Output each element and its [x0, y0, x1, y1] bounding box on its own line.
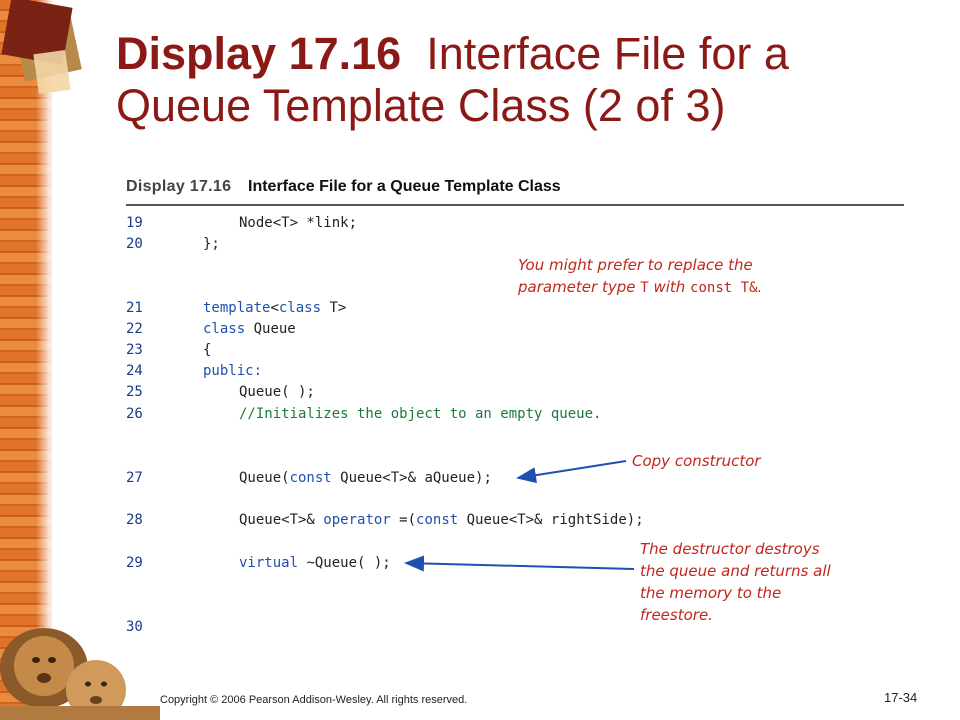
line-code: template<class T>	[203, 298, 346, 318]
code-line: 28 Queue<T>& operator =(const Queue<T>& r…	[126, 510, 826, 530]
code-line: 22 class Queue	[126, 319, 826, 339]
code-text: =(	[390, 512, 417, 528]
code-text: <	[270, 300, 279, 316]
line-code: class Queue	[203, 319, 296, 339]
code-line: 30	[126, 617, 826, 637]
code-text: };	[203, 236, 220, 252]
code-line: 21 template<class T>	[126, 298, 826, 318]
code-text: {	[203, 342, 212, 358]
line-number: 26	[126, 406, 143, 422]
code-line: 25 Queue( );	[126, 382, 826, 402]
code-line: 23 {	[126, 340, 826, 360]
line-number: 27	[126, 470, 143, 486]
display-caption: Interface File for a Queue Template Clas…	[248, 178, 561, 195]
line-code: public:	[203, 361, 262, 381]
code-text: ~Queue( );	[298, 555, 391, 571]
line-code: Queue( );	[239, 382, 315, 402]
code-line: 24 public:	[126, 361, 826, 381]
code-text: Queue(	[239, 470, 290, 486]
annotation-destructor-line: the memory to the	[640, 584, 782, 602]
code-keyword: const	[416, 512, 459, 528]
line-number: 25	[126, 384, 143, 400]
annotation-parameter-line-2: parameter type T with const T&.	[518, 276, 762, 299]
annotation-parameter-text-e: .	[757, 278, 763, 296]
code-text: Queue<T>& rightSide);	[458, 512, 644, 528]
code-line: 26 //Initializes the object to an empty q…	[126, 404, 826, 424]
code-line: 27 Queue(const Queue<T>& aQueue);	[126, 468, 826, 488]
annotation-destructor-line: The destructor destroys	[640, 540, 820, 558]
code-keyword: template	[203, 300, 271, 316]
annotation-parameter-text-c: with	[648, 278, 691, 296]
side-bar-fade	[36, 0, 58, 720]
code-text: Queue<T>& aQueue);	[331, 470, 492, 486]
line-code: Queue<T>& operator =(const Queue<T>& rig…	[239, 510, 644, 530]
code-line: 19 Node<T> *link;	[126, 213, 826, 233]
title-text: Interface File for a Queue Template Clas…	[116, 28, 789, 131]
code-text: Queue	[245, 321, 296, 337]
display-label: Display 17.16	[126, 178, 232, 195]
line-number: 22	[126, 321, 143, 337]
code-text: Queue( );	[239, 384, 315, 400]
annotation-destructor: The destructor destroys the queue and re…	[640, 538, 831, 626]
line-number: 20	[126, 236, 143, 252]
code-keyword: class	[278, 300, 322, 316]
line-number: 28	[126, 512, 143, 528]
code-keyword: operator	[323, 512, 391, 528]
slide-number: 17-34	[884, 690, 918, 705]
annotation-destructor-line: freestore.	[640, 606, 713, 624]
code-keyword: public:	[203, 363, 263, 379]
annotation-parameter-code-t: T	[640, 280, 649, 296]
display-header: Display 17.16 Interface File for a Queue…	[126, 174, 904, 206]
annotation-destructor-line: the queue and returns all	[640, 562, 831, 580]
annotation-copy-constructor: Copy constructor	[632, 452, 761, 470]
code-line: 20};	[126, 234, 826, 254]
line-number: 19	[126, 215, 143, 231]
annotation-parameter-type: You might prefer to replace the paramete…	[518, 254, 762, 299]
line-code: virtual ~Queue( );	[239, 553, 391, 573]
line-code: Node<T> *link;	[239, 213, 357, 233]
line-code: {	[203, 340, 211, 360]
code-text: T>	[321, 300, 347, 316]
code-keyword: const	[289, 470, 332, 486]
title-display-number: Display 17.16	[116, 28, 402, 79]
line-code: //Initializes the object to an empty que…	[239, 404, 601, 424]
line-number: 30	[126, 619, 143, 635]
line-number: 21	[126, 300, 143, 316]
line-number: 23	[126, 342, 143, 358]
line-code: Queue(const Queue<T>& aQueue);	[239, 468, 492, 488]
line-number: 24	[126, 363, 143, 379]
code-line: 29 virtual ~Queue( );	[126, 553, 826, 573]
code-keyword: virtual	[239, 555, 299, 571]
decorative-square-cream	[33, 49, 71, 95]
code-text: Node<T> *link;	[239, 215, 358, 231]
lion-illustration	[0, 628, 160, 720]
annotation-parameter-text-a: parameter type	[518, 278, 641, 296]
code-keyword: class	[203, 321, 246, 337]
code-text: Queue<T>&	[239, 512, 324, 528]
code-comment: //Initializes the object to an empty que…	[239, 406, 602, 422]
annotation-parameter-line-1: You might prefer to replace the	[518, 256, 753, 274]
annotation-parameter-code-const: const T&	[690, 280, 758, 296]
line-code: };	[203, 234, 220, 254]
slide-title: Display 17.16 Interface File for a Queue…	[116, 28, 936, 132]
copyright-text: Copyright © 2006 Pearson Addison-Wesley.…	[160, 694, 468, 706]
line-number: 29	[126, 555, 143, 571]
